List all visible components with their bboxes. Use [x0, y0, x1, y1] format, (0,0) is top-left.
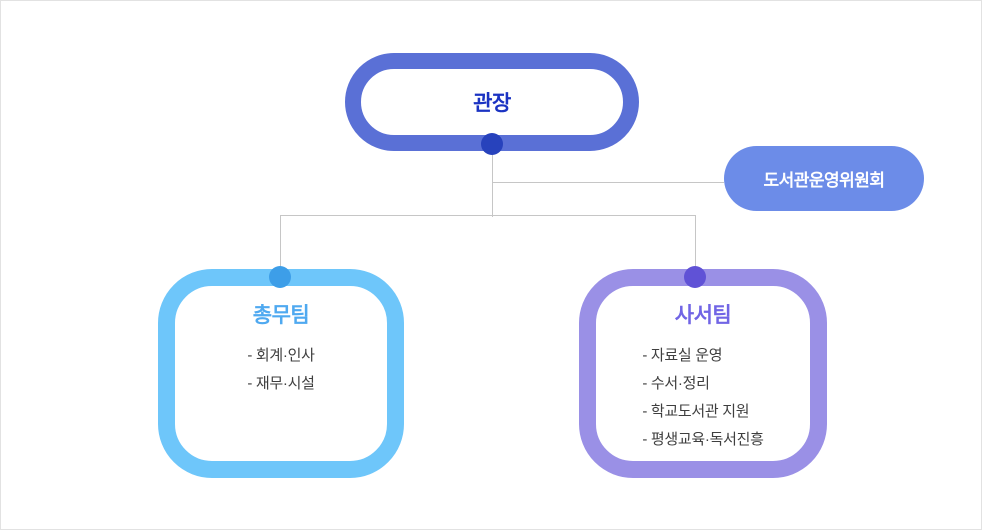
connector-left-drop: [280, 215, 281, 271]
team-librarian-title: 사서팀: [674, 304, 732, 327]
node-committee: 도서관운영위원회: [724, 146, 924, 211]
junction-dot-general-affairs: [269, 266, 291, 288]
junction-dot-librarian: [684, 266, 706, 288]
node-team-general-affairs: 총무팀 - 회계·인사 - 재무·시설: [158, 269, 404, 478]
connector-committee-branch: [492, 182, 724, 183]
team-general-affairs-duties: - 회계·인사 - 재무·시설: [247, 342, 315, 398]
duty-item: - 자료실 운영: [642, 347, 723, 364]
connector-right-drop: [695, 215, 696, 271]
connector-root-drop: [492, 151, 493, 217]
node-committee-label: 도서관운영위원회: [763, 171, 885, 190]
node-director-label: 관장: [473, 92, 511, 115]
duty-item: - 수서·정리: [642, 375, 710, 392]
node-team-librarian: 사서팀 - 자료실 운영 - 수서·정리 - 학교도서관 지원 - 평생교육·독…: [579, 269, 827, 478]
duty-item: - 회계·인사: [247, 347, 315, 364]
duty-item: - 학교도서관 지원: [642, 403, 750, 420]
junction-dot-director: [481, 133, 503, 155]
connector-main-horizontal: [280, 215, 696, 216]
team-general-affairs-title: 총무팀: [252, 304, 310, 327]
team-librarian-duties: - 자료실 운영 - 수서·정리 - 학교도서관 지원 - 평생교육·독서진흥: [642, 342, 764, 454]
duty-item: - 평생교육·독서진흥: [642, 431, 764, 448]
duty-item: - 재무·시설: [247, 375, 315, 392]
